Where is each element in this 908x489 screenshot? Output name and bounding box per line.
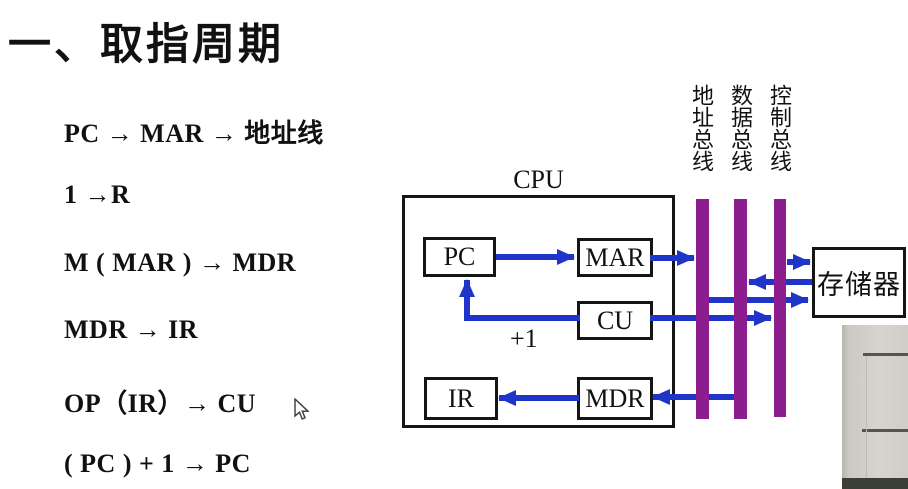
mar-register-box: MAR <box>577 238 653 277</box>
webcam-overlay <box>842 325 908 489</box>
control-bus-label: 控制总线 <box>767 84 792 172</box>
mdr-register-box: MDR <box>577 377 653 420</box>
fetch-step-3: M ( MAR ) → MDR <box>64 248 297 277</box>
memory-box: 存储器 <box>812 247 906 318</box>
ir-register-box: IR <box>424 377 498 420</box>
plus-one-label: +1 <box>510 324 538 353</box>
mouse-cursor-icon <box>294 398 310 420</box>
cu-unit-box: CU <box>577 301 653 340</box>
fetch-step-6: ( PC ) + 1 → PC <box>64 449 251 478</box>
data-bus-label: 数据总线 <box>728 84 753 172</box>
webcam-door-edge-bottom <box>862 429 908 432</box>
cpu-label: CPU <box>513 165 564 194</box>
data-bus-bar <box>734 199 747 419</box>
webcam-door-edge-top <box>863 353 908 356</box>
control-bus-bar <box>774 199 786 417</box>
webcam-dark-strip <box>842 478 908 489</box>
fetch-step-4: MDR → IR <box>64 315 198 344</box>
address-bus-bar <box>696 199 709 419</box>
fetch-step-1: PC → MAR → 地址线 <box>64 119 324 148</box>
page-title: 一、取指周期 <box>8 22 284 69</box>
fetch-step-5: OP（IR）→ CU <box>64 389 257 418</box>
webcam-door-frame <box>866 356 867 484</box>
address-bus-label: 地址总线 <box>689 84 714 172</box>
fetch-step-2: 1 →R <box>64 180 131 209</box>
cpu-box <box>402 195 675 428</box>
pc-register-box: PC <box>423 237 496 277</box>
